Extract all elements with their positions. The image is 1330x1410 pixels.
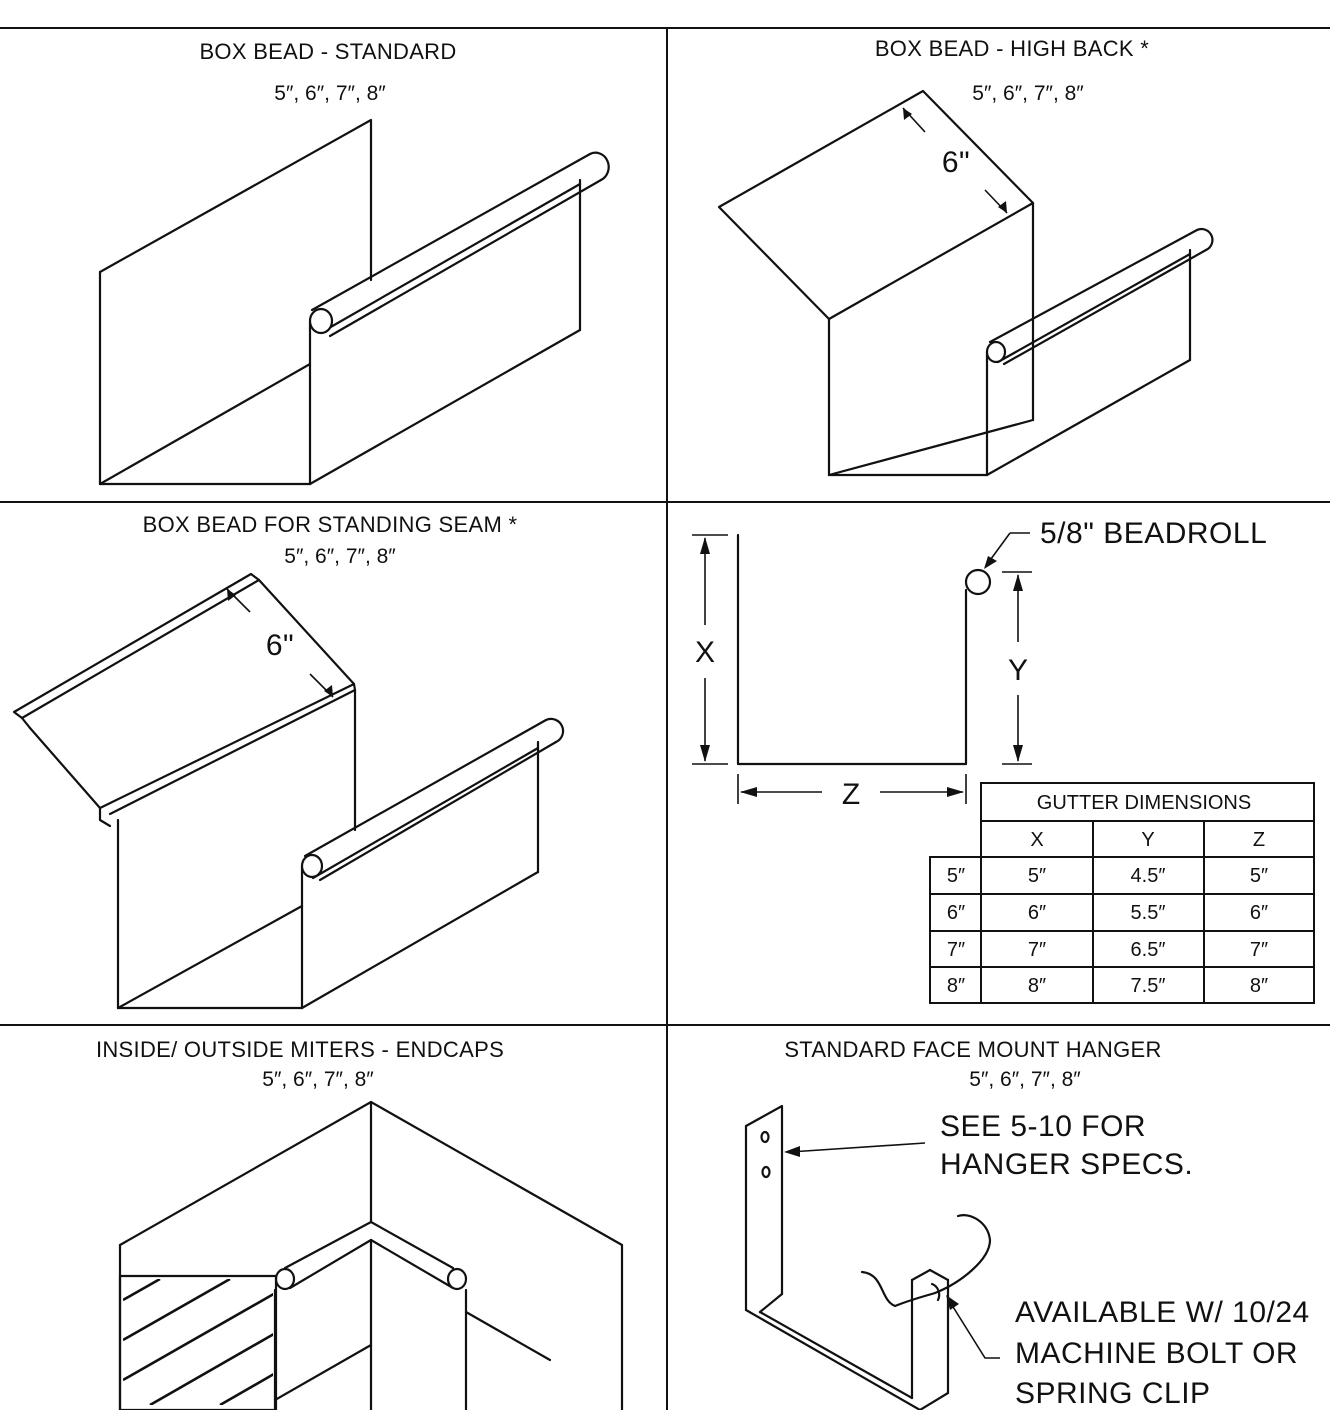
- dimension-label-6in: 6": [266, 629, 294, 662]
- table-cell: 7.5″: [1131, 975, 1166, 997]
- panel-profile-dimensions: 5/8" BEADROLL X Y Z GUTTER DIMENSIONS X …: [692, 517, 1315, 1004]
- table-cell: 7″: [1250, 939, 1268, 961]
- table-row: 6″ 6″ 5.5″ 6″: [947, 902, 1268, 924]
- table-cell: 6″: [1250, 902, 1268, 924]
- panel-face-mount-hanger: STANDARD FACE MOUNT HANGER 5″, 6″, 7″, 8…: [744, 1037, 1310, 1410]
- panel-title: BOX BEAD - HIGH BACK *: [875, 36, 1149, 61]
- gutter-dimensions-table: GUTTER DIMENSIONS X Y Z 5″ 5″ 4.5″ 5″ 6″…: [929, 782, 1315, 1004]
- table-cell: 8″: [1028, 975, 1046, 997]
- table-cell: 6″: [1028, 902, 1046, 924]
- panel-sizes: 5″, 6″, 7″, 8″: [969, 1068, 1081, 1091]
- table-cell: 8″: [947, 975, 965, 997]
- miter-drawing: [118, 1100, 624, 1410]
- fastener-note-line-2: MACHINE BOLT OR: [1015, 1337, 1298, 1370]
- table-row: 5″ 5″ 4.5″ 5″: [947, 865, 1268, 887]
- table-cell: 7″: [947, 939, 965, 961]
- panel-box-bead-standard: BOX BEAD - STANDARD 5″, 6″, 7″, 8″: [98, 39, 610, 486]
- table-cell: 5″: [947, 865, 965, 887]
- panel-sizes: 5″, 6″, 7″, 8″: [274, 82, 386, 105]
- table-cell: 6″: [947, 902, 965, 924]
- fastener-note-line-3: SPRING CLIP: [1015, 1377, 1211, 1410]
- panel-title: BOX BEAD FOR STANDING SEAM *: [143, 512, 518, 537]
- beadroll-label: 5/8" BEADROLL: [1040, 517, 1267, 550]
- y-dimension-label: Y: [1008, 654, 1028, 687]
- x-dimension-label: X: [695, 636, 715, 669]
- panel-sizes: 5″, 6″, 7″, 8″: [972, 82, 1084, 105]
- table-cell: 4.5″: [1131, 865, 1166, 887]
- table-column-header: X: [1030, 829, 1043, 851]
- panel-miters-endcaps: INSIDE/ OUTSIDE MITERS - ENDCAPS 5″, 6″,…: [96, 1037, 624, 1410]
- panel-box-bead-standing-seam: BOX BEAD FOR STANDING SEAM * 5″, 6″, 7″,…: [12, 512, 565, 1010]
- gutter-drawing-standing-seam: [12, 572, 565, 1010]
- table-row: 7″ 7″ 6.5″ 7″: [947, 939, 1268, 961]
- table-title: GUTTER DIMENSIONS: [1037, 792, 1251, 814]
- panel-title: STANDARD FACE MOUNT HANGER: [784, 1037, 1161, 1062]
- dimension-label-6in: 6": [942, 146, 970, 179]
- gutter-drawing-standard: [98, 118, 610, 486]
- table-cell: 5.5″: [1131, 902, 1166, 924]
- table-cell: 8″: [1250, 975, 1268, 997]
- table-cell: 5″: [1028, 865, 1046, 887]
- table-cell: 6.5″: [1131, 939, 1166, 961]
- panel-title: BOX BEAD - STANDARD: [199, 39, 456, 64]
- table-cell: 7″: [1028, 939, 1046, 961]
- gutter-drawing-high-back: [717, 89, 1214, 477]
- z-dimension-label: Z: [842, 778, 860, 811]
- fastener-note-line-1: AVAILABLE W/ 10/24: [1015, 1296, 1310, 1329]
- table-row: 8″ 8″ 7.5″ 8″: [947, 975, 1268, 997]
- hanger-specs-note-line-2: HANGER SPECS.: [940, 1148, 1193, 1181]
- panel-title: INSIDE/ OUTSIDE MITERS - ENDCAPS: [96, 1037, 504, 1062]
- panel-sizes: 5″, 6″, 7″, 8″: [284, 545, 396, 568]
- table-column-header: Y: [1141, 829, 1154, 851]
- gutter-profile: [692, 532, 1032, 804]
- hanger-drawing: [744, 1104, 1000, 1410]
- panel-grid: [0, 27, 1330, 1410]
- panel-box-bead-high-back: BOX BEAD - HIGH BACK * 5″, 6″, 7″, 8″ 6": [717, 36, 1214, 477]
- table-cell: 5″: [1250, 865, 1268, 887]
- panel-sizes: 5″, 6″, 7″, 8″: [262, 1068, 374, 1091]
- table-column-header: Z: [1253, 829, 1265, 851]
- endcap-hatch: [123, 1279, 273, 1405]
- hanger-specs-note-line-1: SEE 5-10 FOR: [940, 1110, 1146, 1143]
